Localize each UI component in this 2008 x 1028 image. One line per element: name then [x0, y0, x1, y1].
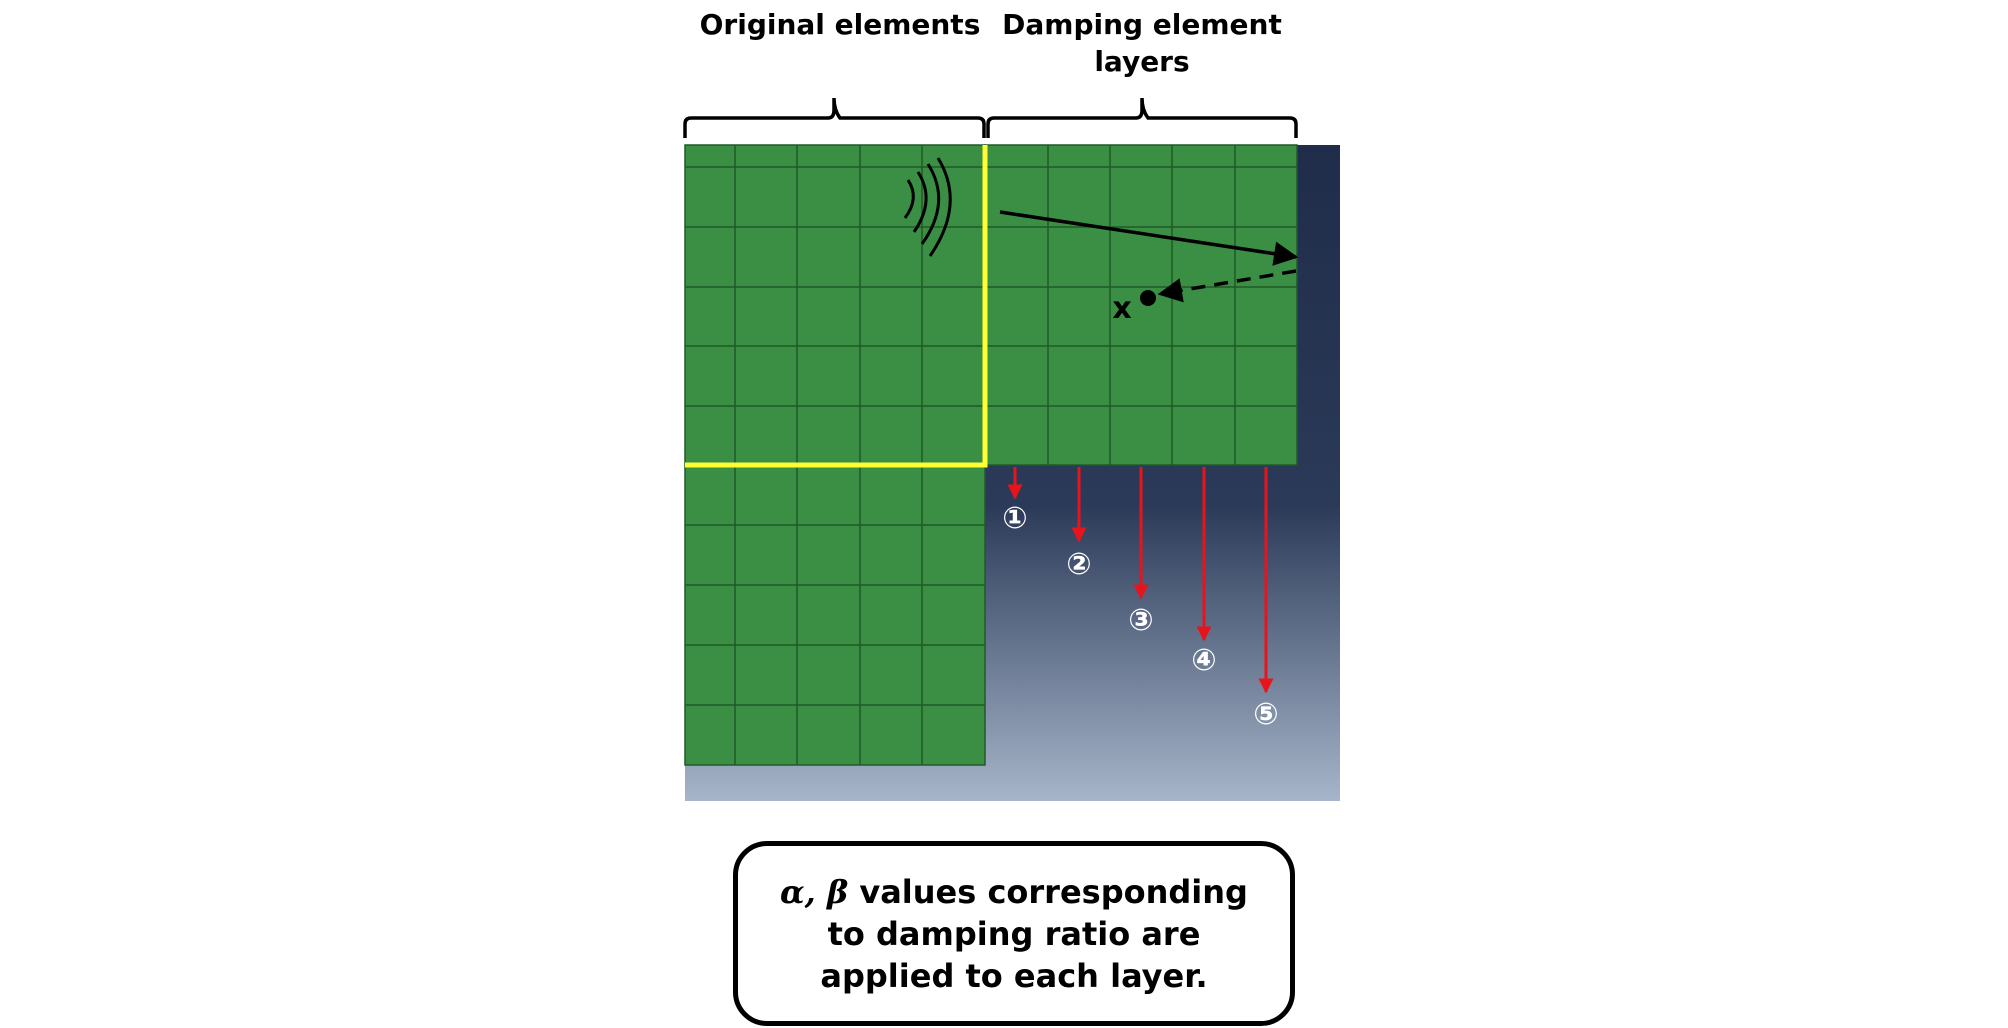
- layer-number-3: ③: [1128, 603, 1153, 638]
- caption-box: α, β values corresponding to damping rat…: [733, 841, 1295, 1026]
- damping-layers-mesh: [984, 144, 1298, 466]
- layer-number-2: ②: [1066, 547, 1091, 582]
- caption-text: α, β values corresponding to damping rat…: [764, 871, 1264, 997]
- layer-number-4: ④: [1191, 643, 1216, 678]
- layer-number-5: ⑤: [1253, 697, 1278, 732]
- point-marker: [1140, 290, 1156, 306]
- incident-wave-arrow: [999, 210, 1299, 266]
- mesh-fill: [984, 144, 1298, 466]
- caption-body: values corresponding to damping ratio ar…: [820, 872, 1248, 995]
- point-label: x: [1112, 291, 1131, 326]
- brace-original: [683, 97, 986, 138]
- layer-number-1: ①: [1002, 501, 1027, 536]
- caption-symbols: α, β: [780, 872, 849, 911]
- damping-layers-label: Damping element layers: [1002, 8, 1282, 78]
- original-elements-label: Original elements: [699, 8, 981, 41]
- brace-damping: [986, 97, 1298, 138]
- layer-arrows: ① ② ③ ④ ⑤: [1002, 467, 1279, 732]
- wave-source-icon: [903, 157, 952, 257]
- boundary-line: [685, 145, 988, 468]
